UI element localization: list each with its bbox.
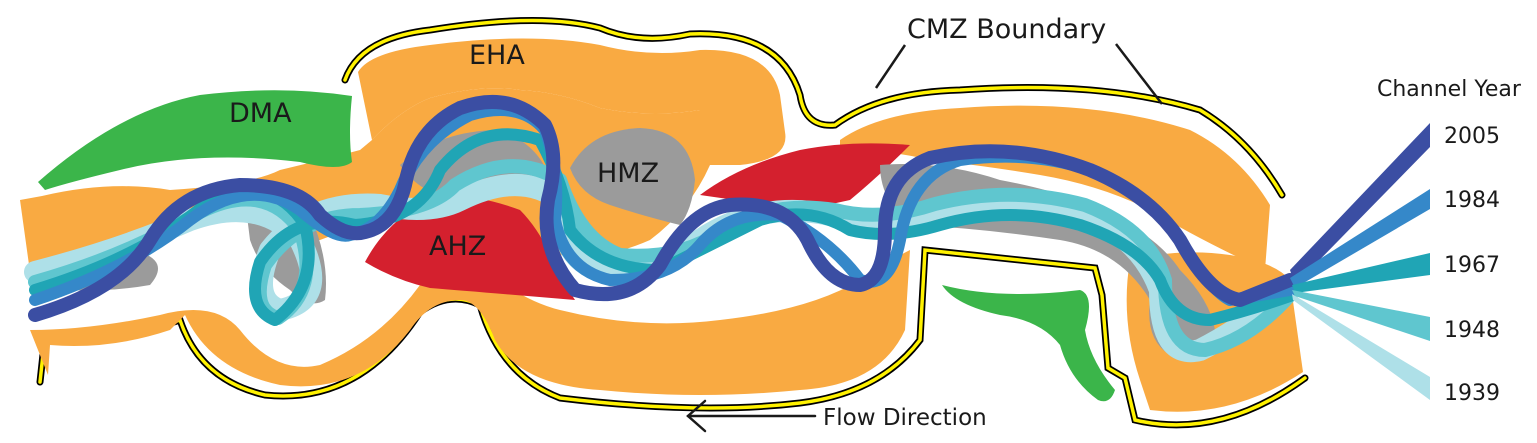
legend-year-1984: 1984 <box>1444 188 1500 213</box>
ahz-zone-right <box>700 143 910 207</box>
legend-fan <box>1290 123 1430 400</box>
legend-band-1939 <box>1292 294 1430 400</box>
channel-2005 <box>28 94 1297 322</box>
label-cmz-boundary: CMZ Boundary <box>907 14 1106 45</box>
legend-band-1948 <box>1292 290 1430 341</box>
ahz-zones <box>365 143 910 300</box>
cmz-leader-left <box>874 44 907 89</box>
dma-zones <box>38 90 1115 402</box>
channel-traces <box>24 94 1301 363</box>
ahz-zone-left <box>365 195 575 300</box>
hmz-zone-center <box>570 128 695 225</box>
label-flow-direction: Flow Direction <box>823 405 987 431</box>
legend-band-2005 <box>1290 123 1430 285</box>
flow-direction-arrow <box>686 399 817 433</box>
label-eha: EHA <box>469 40 525 71</box>
dma-zone-lower <box>942 285 1115 402</box>
cmz-leader-right <box>1115 43 1163 105</box>
legend-year-1939: 1939 <box>1444 381 1500 406</box>
label-dma: DMA <box>229 98 292 129</box>
cmz-boundary-line <box>36 17 1309 429</box>
label-hmz: HMZ <box>597 158 659 189</box>
legend-title: Channel Year <box>1377 77 1522 102</box>
dma-zone-upper <box>38 90 352 190</box>
legend-band-1967 <box>1292 253 1430 293</box>
label-ahz: AHZ <box>429 231 486 262</box>
channel-1967 <box>29 128 1296 326</box>
legend-year-1948: 1948 <box>1444 318 1500 343</box>
legend-year-2005: 2005 <box>1444 124 1500 149</box>
legend-band-1984 <box>1290 189 1430 288</box>
legend-year-1967: 1967 <box>1444 253 1500 278</box>
